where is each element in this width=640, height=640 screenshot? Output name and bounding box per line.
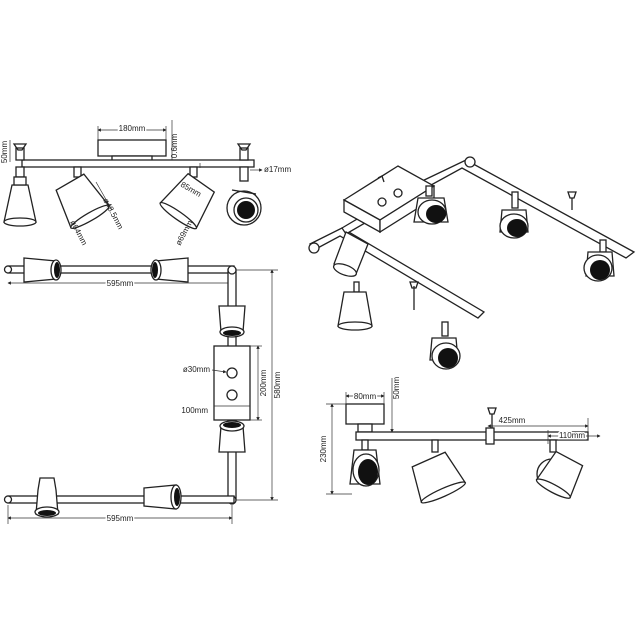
isometric-view bbox=[308, 156, 636, 370]
top-lower-spot-1 bbox=[34, 477, 60, 518]
front-spot-diameter-top-label: ø48.5mm bbox=[101, 197, 125, 231]
top-plate-width-label: 100mm bbox=[181, 406, 208, 415]
side-arm-length-label: 425mm bbox=[499, 416, 526, 425]
iso-spot-3 bbox=[583, 239, 615, 282]
side-mount-plate bbox=[345, 403, 385, 425]
top-mount-plate bbox=[213, 345, 251, 421]
side-plate-height-label: 50mm bbox=[392, 377, 401, 400]
side-tip-length-label: 110mm bbox=[559, 431, 585, 440]
front-rod bbox=[21, 159, 255, 168]
front-right-stem bbox=[239, 147, 249, 161]
iso-spot-2 bbox=[499, 191, 529, 239]
top-vertical-spot-2 bbox=[218, 420, 246, 453]
iso-spot-6 bbox=[429, 321, 461, 370]
iso-spot-5 bbox=[337, 281, 373, 331]
front-left-stem bbox=[15, 147, 25, 161]
side-spot-3 bbox=[535, 439, 584, 499]
front-spot-2 bbox=[55, 173, 111, 229]
front-plate-depth-label: 0.6mm bbox=[170, 133, 179, 158]
side-plate-width-label: 80mm bbox=[354, 392, 377, 401]
top-plate-height-label: 200mm bbox=[259, 369, 268, 396]
top-view: 595mm ø30mm 100mm 200mm bbox=[3, 257, 282, 525]
front-mount-plate bbox=[97, 139, 167, 157]
top-arm-length-upper-label: 595mm bbox=[107, 279, 134, 288]
iso-spot-1 bbox=[413, 185, 449, 225]
top-vertical-spot-1 bbox=[218, 305, 246, 338]
side-overall-height-label: 230mm bbox=[319, 435, 328, 462]
front-stem-height-label: 50mm bbox=[0, 141, 9, 164]
iso-rail-second bbox=[309, 227, 486, 319]
side-spot-2 bbox=[411, 439, 467, 504]
side-view: 80mm 50mm 425mm 110mm 230mm bbox=[319, 377, 601, 504]
top-plate-hole-label: ø30mm bbox=[183, 365, 210, 374]
front-plate-width-label: 180mm bbox=[119, 124, 146, 133]
side-spot-1 bbox=[349, 439, 381, 487]
top-overall-height-label: 580mm bbox=[273, 371, 282, 398]
top-upper-spot-1 bbox=[23, 257, 62, 283]
front-rod-diameter-label: ø17mm bbox=[264, 165, 291, 174]
front-spot-diameter-large-label: ø69mm bbox=[174, 218, 195, 246]
top-upper-spot-2 bbox=[150, 257, 189, 283]
top-lower-spot-2 bbox=[143, 484, 182, 510]
front-spot-3 bbox=[159, 172, 216, 230]
top-arm-length-lower-label: 595mm bbox=[107, 514, 134, 523]
front-view: 180mm 0.6mm 50mm ø17mm ø48.5mm ø64mm bbox=[0, 120, 291, 247]
iso-spot-4 bbox=[332, 231, 369, 277]
front-spot-1 bbox=[3, 184, 37, 223]
